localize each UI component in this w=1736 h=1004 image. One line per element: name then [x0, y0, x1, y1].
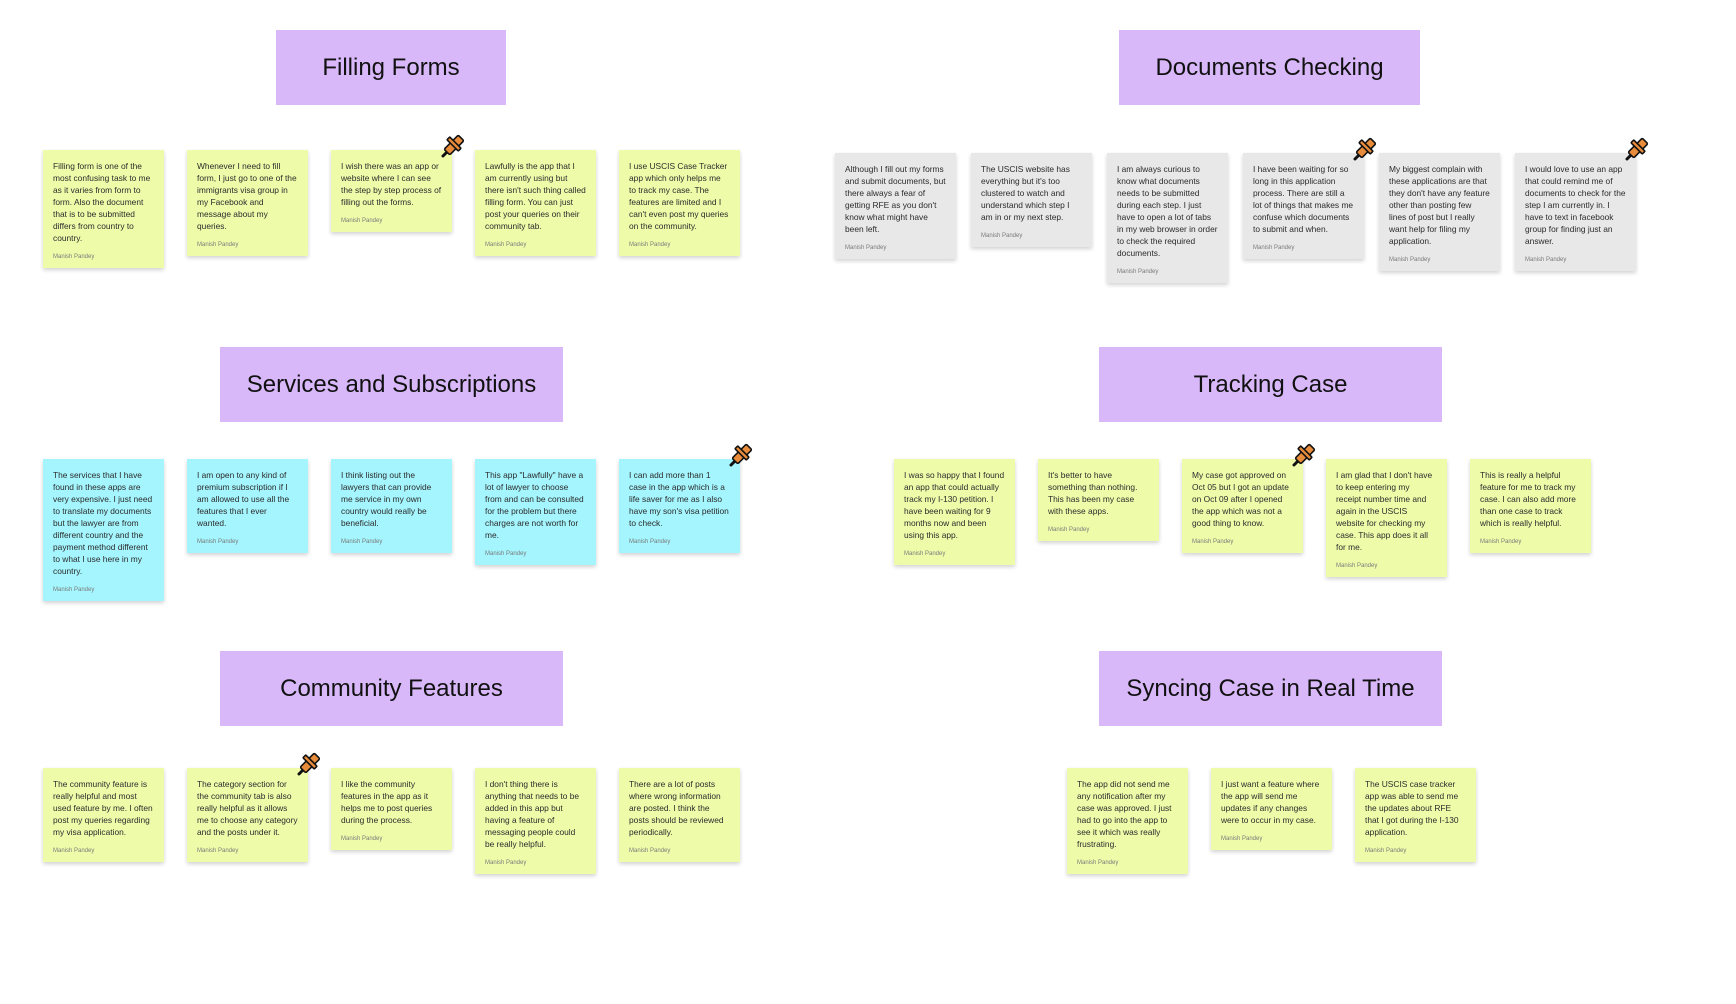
sticky-note-text: There are a lot of posts where wrong inf… [629, 779, 724, 837]
sticky-note-text: I was so happy that I found an app that … [904, 470, 1005, 540]
sticky-note-text: I am open to any kind of premium subscri… [197, 470, 290, 528]
sticky-note-author: Manish Pandey [485, 551, 527, 557]
sticky-note-text: I think listing out the lawyers that can… [341, 470, 432, 528]
sticky-note[interactable]: I am always curious to know what documen… [1107, 153, 1228, 283]
sticky-note-text: The community feature is really helpful … [53, 779, 153, 837]
sticky-note[interactable]: I just want a feature where the app will… [1211, 768, 1332, 850]
sticky-note[interactable]: I can add more than 1 case in the app wh… [619, 459, 740, 553]
sticky-note[interactable]: My case got approved on Oct 05 but I got… [1182, 459, 1303, 553]
pin-icon [438, 133, 466, 161]
sticky-note[interactable]: I was so happy that I found an app that … [894, 459, 1015, 565]
section-header-community: Community Features [220, 651, 563, 726]
sticky-note-author: Manish Pandey [629, 242, 671, 248]
sticky-note[interactable]: I don't thing there is anything that nee… [475, 768, 596, 874]
sticky-note-text: I am always curious to know what documen… [1117, 164, 1218, 258]
sticky-note-text: The app did not send me any notification… [1077, 779, 1172, 849]
sticky-note-author: Manish Pandey [1365, 848, 1407, 854]
sticky-note[interactable]: I am open to any kind of premium subscri… [187, 459, 308, 553]
sticky-note-text: I would love to use an app that could re… [1525, 164, 1626, 246]
sticky-note-author: Manish Pandey [341, 836, 383, 842]
sticky-note[interactable]: I would love to use an app that could re… [1515, 153, 1636, 271]
sticky-note-text: This app "Lawfully" have a lot of lawyer… [485, 470, 584, 540]
sticky-note-text: Whenever I need to fill form, I just go … [197, 161, 297, 231]
sticky-note-author: Manish Pandey [341, 218, 383, 224]
sticky-note[interactable]: I have been waiting for so long in this … [1243, 153, 1364, 259]
sticky-note-author: Manish Pandey [1336, 563, 1378, 569]
sticky-note[interactable]: My biggest complain with these applicati… [1379, 153, 1500, 271]
sticky-note[interactable]: I use USCIS Case Tracker app which only … [619, 150, 740, 256]
sticky-note-text: I like the community features in the app… [341, 779, 433, 825]
section-header-tracking: Tracking Case [1099, 347, 1442, 422]
sticky-note-text: This is really a helpful feature for me … [1480, 470, 1576, 528]
sticky-note[interactable]: There are a lot of posts where wrong inf… [619, 768, 740, 862]
sticky-note-text: Lawfully is the app that I am currently … [485, 161, 586, 231]
sticky-note-text: I have been waiting for so long in this … [1253, 164, 1354, 234]
section-header-syncing: Syncing Case in Real Time [1099, 651, 1442, 726]
sticky-note[interactable]: The category section for the community t… [187, 768, 308, 862]
sticky-note-text: I can add more than 1 case in the app wh… [629, 470, 729, 528]
section-header-services: Services and Subscriptions [220, 347, 563, 422]
sticky-note[interactable]: I like the community features in the app… [331, 768, 452, 850]
sticky-note-text: I am glad that I don't have to keep ente… [1336, 470, 1433, 552]
sticky-note-text: It's better to have something than nothi… [1048, 470, 1138, 516]
sticky-note-author: Manish Pandey [485, 242, 527, 248]
sticky-note-author: Manish Pandey [904, 551, 946, 557]
sticky-note-author: Manish Pandey [629, 848, 671, 854]
sticky-note-text: Although I fill out my forms and submit … [845, 164, 946, 234]
section-header-documents-checking: Documents Checking [1119, 30, 1420, 105]
sticky-note-author: Manish Pandey [53, 848, 95, 854]
sticky-note-author: Manish Pandey [1480, 539, 1522, 545]
sticky-note[interactable]: The app did not send me any notification… [1067, 768, 1188, 874]
sticky-note[interactable]: This app "Lawfully" have a lot of lawyer… [475, 459, 596, 565]
sticky-note-author: Manish Pandey [1077, 860, 1119, 866]
sticky-note-author: Manish Pandey [53, 587, 95, 593]
sticky-note[interactable]: I wish there was an app or website where… [331, 150, 452, 232]
sticky-note[interactable]: Although I fill out my forms and submit … [835, 153, 956, 259]
sticky-note[interactable]: The USCIS website has everything but it'… [971, 153, 1092, 247]
sticky-note[interactable]: Lawfully is the app that I am currently … [475, 150, 596, 256]
sticky-note-text: The USCIS website has everything but it'… [981, 164, 1070, 222]
sticky-note-text: Filling form is one of the most confusin… [53, 161, 151, 243]
sticky-note-author: Manish Pandey [53, 254, 95, 260]
pin-icon [1622, 136, 1650, 164]
sticky-note[interactable]: I think listing out the lawyers that can… [331, 459, 452, 553]
sticky-note-author: Manish Pandey [1221, 836, 1263, 842]
sticky-note-author: Manish Pandey [629, 539, 671, 545]
sticky-note[interactable]: Whenever I need to fill form, I just go … [187, 150, 308, 256]
sticky-note-author: Manish Pandey [981, 233, 1023, 239]
sticky-note[interactable]: This is really a helpful feature for me … [1470, 459, 1591, 553]
sticky-note[interactable]: The services that I have found in these … [43, 459, 164, 601]
pin-icon [294, 751, 322, 779]
sticky-note[interactable]: I am glad that I don't have to keep ente… [1326, 459, 1447, 577]
pin-icon [726, 442, 754, 470]
pin-icon [1289, 442, 1317, 470]
sticky-note-author: Manish Pandey [845, 245, 887, 251]
sticky-note-text: I just want a feature where the app will… [1221, 779, 1320, 825]
sticky-note-author: Manish Pandey [197, 242, 239, 248]
sticky-note-text: I don't thing there is anything that nee… [485, 779, 580, 849]
sticky-note-author: Manish Pandey [197, 848, 239, 854]
sticky-note-author: Manish Pandey [1389, 257, 1431, 263]
sticky-note-text: My case got approved on Oct 05 but I got… [1192, 470, 1289, 528]
sticky-note-author: Manish Pandey [485, 860, 527, 866]
sticky-note-author: Manish Pandey [1253, 245, 1295, 251]
sticky-note-text: My biggest complain with these applicati… [1389, 164, 1490, 246]
sticky-note-text: The services that I have found in these … [53, 470, 153, 576]
sticky-note-author: Manish Pandey [1117, 269, 1159, 275]
sticky-note[interactable]: Filling form is one of the most confusin… [43, 150, 164, 268]
sticky-note-text: I use USCIS Case Tracker app which only … [629, 161, 729, 231]
sticky-note-text: I wish there was an app or website where… [341, 161, 442, 207]
sticky-note-author: Manish Pandey [1525, 257, 1567, 263]
section-header-filling-forms: Filling Forms [276, 30, 506, 105]
sticky-note-author: Manish Pandey [341, 539, 383, 545]
sticky-note-author: Manish Pandey [197, 539, 239, 545]
sticky-note-author: Manish Pandey [1048, 527, 1090, 533]
pin-icon [1350, 136, 1378, 164]
sticky-note[interactable]: The USCIS case tracker app was able to s… [1355, 768, 1476, 862]
sticky-note-text: The USCIS case tracker app was able to s… [1365, 779, 1459, 837]
sticky-note-text: The category section for the community t… [197, 779, 298, 837]
sticky-note[interactable]: It's better to have something than nothi… [1038, 459, 1159, 541]
sticky-note[interactable]: The community feature is really helpful … [43, 768, 164, 862]
sticky-note-author: Manish Pandey [1192, 539, 1234, 545]
